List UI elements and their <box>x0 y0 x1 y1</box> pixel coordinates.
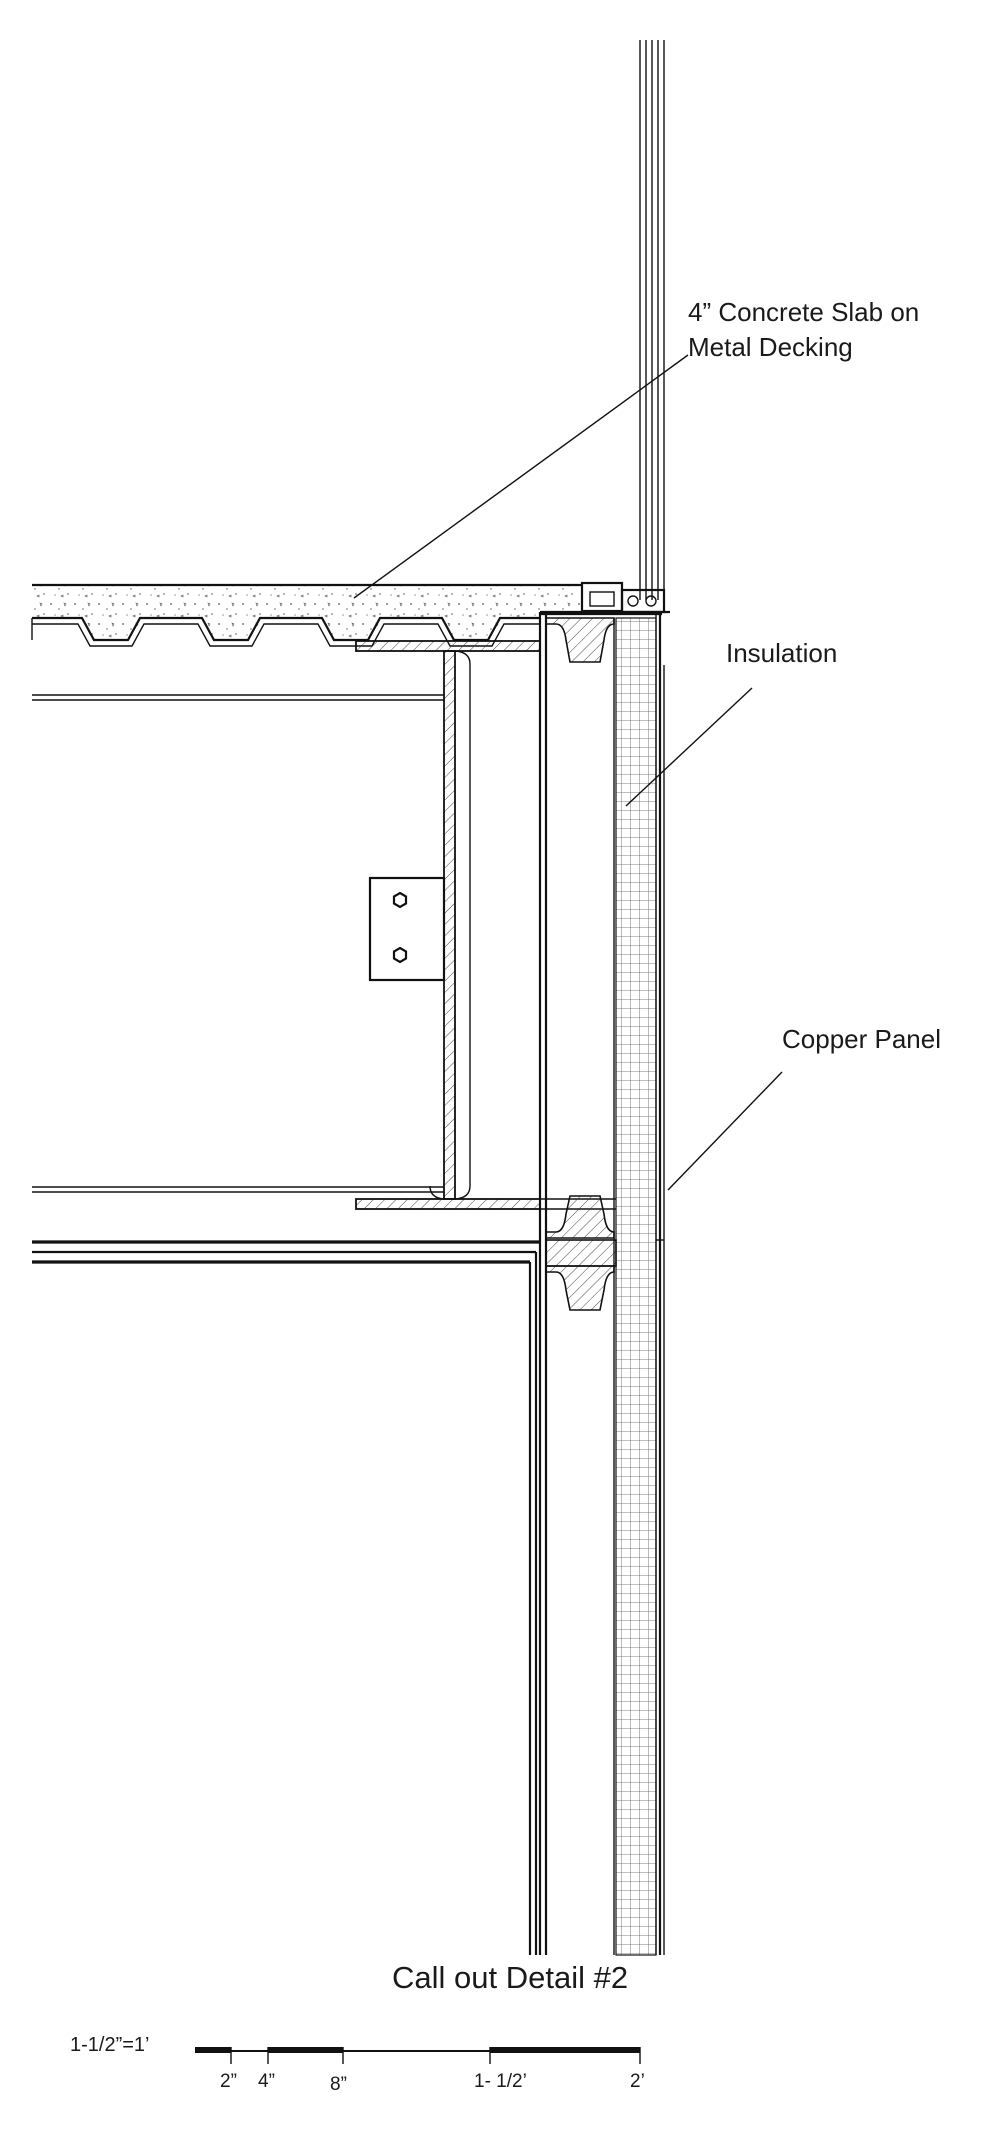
scale-bar: 1-1/2”=1’ 2” 4” 8” 1- 1/2’ 2’ <box>70 2034 645 2095</box>
glazing-mullion <box>540 40 670 614</box>
scale-tick-label: 4” <box>258 2071 275 2092</box>
leader-copper-panel <box>667 1071 783 1191</box>
leader-concrete-slab <box>353 354 689 599</box>
scale-tick-label: 2” <box>220 2071 237 2092</box>
lower-floor-slab <box>32 1240 540 1955</box>
steel-beam <box>355 640 541 1210</box>
floor-joist <box>32 694 444 1193</box>
label-copper-panel: Copper Panel <box>782 1024 941 1054</box>
scale-ratio: 1-1/2”=1’ <box>70 2034 150 2056</box>
scale-tick-label: 8” <box>330 2074 347 2095</box>
shear-tab-connection <box>368 876 446 982</box>
copper-panel <box>655 614 665 1955</box>
scale-tick-label: 1- 1/2’ <box>474 2071 527 2092</box>
label-insulation: Insulation <box>726 638 837 668</box>
bolt-hex-icon <box>392 891 408 909</box>
detail-caption: Call out Detail #2 <box>392 1960 628 1995</box>
label-concrete-slab-line1: 4” Concrete Slab on <box>688 297 919 327</box>
bolt-hex-icon <box>392 946 408 964</box>
wall-framing <box>538 612 662 1955</box>
label-concrete-slab-line2: Metal Decking <box>688 332 853 362</box>
concrete-slab <box>31 583 582 647</box>
scale-tick-label: 2’ <box>630 2071 645 2092</box>
insulation-layer <box>615 617 657 1956</box>
leader-insulation <box>625 687 753 807</box>
